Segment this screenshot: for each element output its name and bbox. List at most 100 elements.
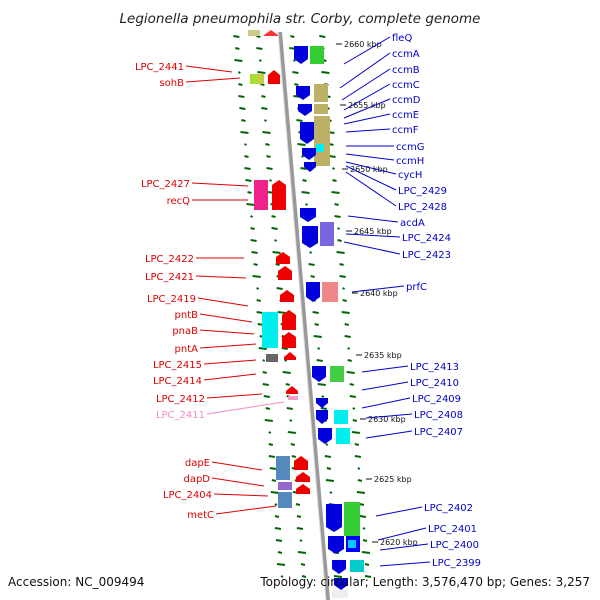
- gene-category-block: [314, 104, 328, 114]
- accession-text: Accession: NC_009494: [8, 575, 144, 589]
- reverse-gene: [294, 46, 308, 64]
- gene-category-block: [258, 74, 264, 84]
- gc-dot: [290, 443, 296, 446]
- genome-backbone-highlight: [277, 31, 327, 600]
- left-gene-label: LPC_2404: [163, 490, 212, 501]
- gc-dot: [297, 143, 306, 146]
- left-gene-label: pnaB: [172, 326, 198, 337]
- gc-dot: [260, 83, 265, 86]
- gc-dot: [261, 107, 268, 110]
- gc-dot: [275, 539, 283, 542]
- gc-dot: [309, 251, 313, 254]
- gc-dot: [266, 167, 273, 170]
- gc-dot: [344, 323, 349, 326]
- gc-dot: [280, 575, 284, 578]
- gc-dot: [297, 551, 307, 554]
- gc-dot: [347, 359, 352, 362]
- right-label-leader: [347, 215, 399, 223]
- right-gene-label: ccmH: [396, 156, 424, 167]
- kbp-tick-label: 2645 kbp: [354, 227, 392, 236]
- gc-dot: [320, 407, 327, 410]
- gene-category-block: [266, 354, 278, 362]
- gc-dot: [233, 35, 240, 38]
- gc-dot: [290, 35, 295, 38]
- reverse-gene: [334, 578, 348, 590]
- gc-dot: [354, 443, 360, 446]
- left-label-leader: [199, 343, 257, 349]
- gene-category-block: [334, 410, 348, 424]
- gc-dot: [262, 131, 271, 134]
- gc-dot: [239, 107, 246, 110]
- left-label-leader: [213, 493, 269, 497]
- right-label-leader: [365, 430, 413, 439]
- gc-dot: [296, 119, 303, 122]
- gc-dot: [333, 575, 343, 578]
- right-label-leader: [361, 397, 411, 409]
- right-gene-label: LPC_2399: [432, 558, 481, 569]
- right-gene-label: LPC_2409: [412, 394, 461, 405]
- gc-dot: [274, 515, 280, 518]
- gc-dot: [332, 179, 337, 182]
- gc-dot: [314, 323, 319, 326]
- right-label-leader: [345, 233, 401, 238]
- right-label-leader: [339, 52, 391, 89]
- gc-dot: [253, 263, 258, 266]
- left-gene-label: LPC_2412: [156, 394, 205, 405]
- gc-dot: [325, 479, 334, 482]
- gene-category-block: [314, 116, 330, 166]
- gc-dot: [234, 59, 243, 62]
- gc-dot: [336, 251, 345, 254]
- gc-dot: [321, 395, 325, 398]
- kbp-tick-label: 2625 kbp: [374, 475, 412, 484]
- right-label-leader: [351, 285, 405, 293]
- left-gene-label: pntA: [175, 344, 199, 355]
- gc-dot: [312, 311, 319, 314]
- gc-dot: [265, 407, 271, 410]
- gc-dot: [261, 95, 266, 98]
- left-label-leader: [211, 477, 265, 487]
- gc-dot: [326, 467, 332, 470]
- gc-dot: [244, 143, 247, 146]
- gc-dot: [244, 155, 249, 158]
- right-label-leader: [361, 381, 409, 391]
- reverse-gene: [306, 282, 320, 302]
- gc-dot: [359, 515, 367, 518]
- gene-category-block: [344, 502, 360, 536]
- right-label-leader: [345, 165, 397, 191]
- gc-dot: [349, 395, 356, 398]
- reverse-gene: [296, 86, 310, 100]
- gc-dot: [319, 35, 326, 38]
- gc-dot: [302, 179, 307, 182]
- right-gene-label: ccmA: [392, 49, 420, 60]
- gc-dot: [256, 311, 263, 314]
- gene-category-block: [336, 428, 350, 444]
- gc-dot: [265, 143, 270, 146]
- forward-gene: [280, 290, 294, 302]
- gc-dot: [325, 443, 329, 446]
- reverse-gene: [312, 366, 326, 382]
- gc-dot: [344, 335, 351, 338]
- gc-dot: [342, 299, 347, 302]
- left-label-leader: [191, 182, 249, 187]
- gc-dot: [321, 71, 330, 74]
- left-gene-label: LPC_2421: [145, 272, 194, 283]
- gc-dot: [301, 155, 304, 158]
- reverse-gene: [318, 428, 332, 444]
- gc-dot: [277, 551, 283, 554]
- left-label-leader: [195, 275, 247, 279]
- right-label-leader: [343, 113, 391, 125]
- gc-dot: [250, 227, 255, 230]
- gene-features: [248, 30, 364, 598]
- gc-dot: [346, 371, 355, 374]
- gc-dot: [266, 155, 271, 158]
- gc-dot: [310, 275, 315, 278]
- left-label-leader: [203, 359, 257, 365]
- gc-dot: [251, 251, 258, 254]
- kbp-tick-label: 2655 kbp: [348, 101, 386, 110]
- gene-category-block: [322, 282, 338, 302]
- right-label-leader: [377, 527, 427, 541]
- gc-dot: [342, 287, 346, 290]
- forward-gene: [284, 352, 296, 360]
- gc-dot: [301, 575, 307, 578]
- gc-dot: [262, 371, 267, 374]
